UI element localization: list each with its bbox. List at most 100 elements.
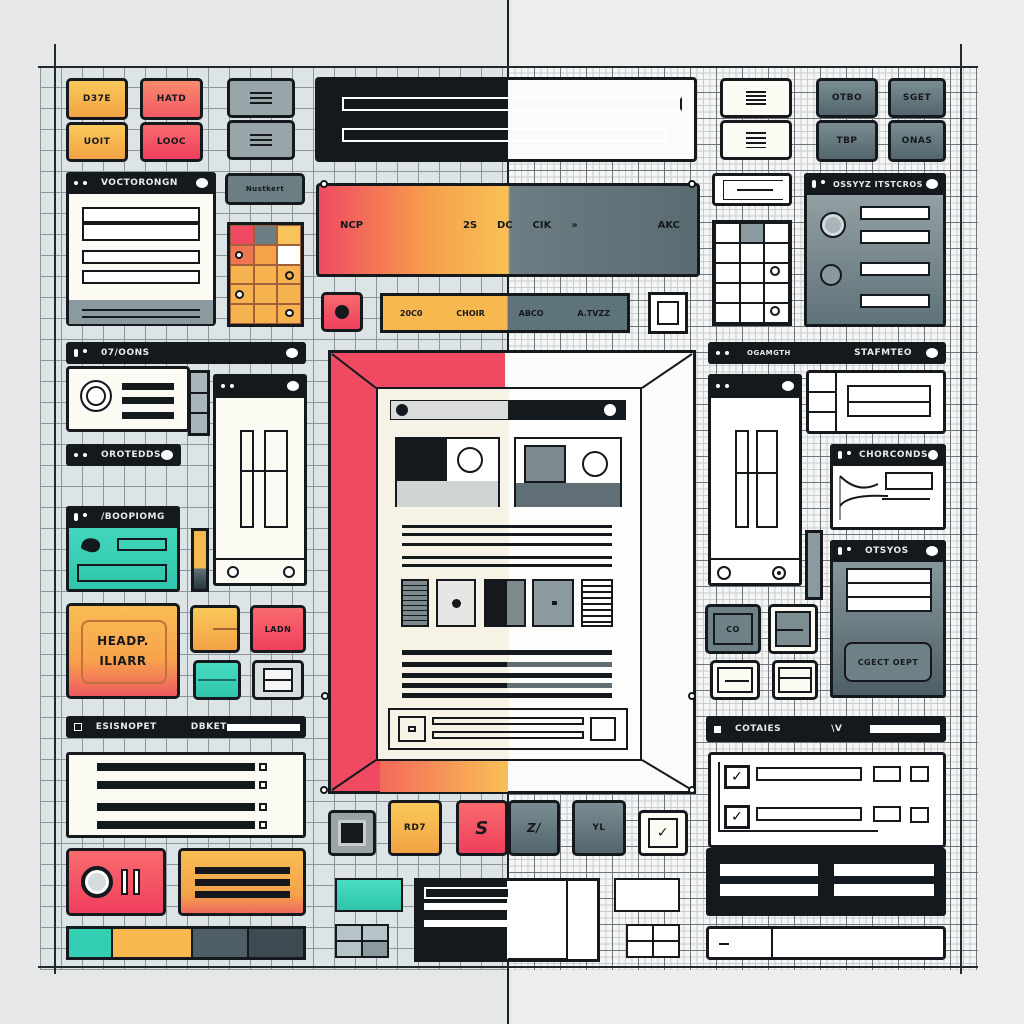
calendar-grid[interactable] [227,222,304,327]
task-input[interactable] [756,767,862,781]
resize-handle[interactable] [688,692,696,700]
dark-form-field[interactable] [720,884,818,896]
close-icon[interactable] [926,546,938,556]
checkbox[interactable] [259,781,267,789]
tile-button-4[interactable]: LOOC [140,122,203,162]
task-field[interactable] [873,806,901,822]
info-icon[interactable] [604,404,616,416]
task-toggle[interactable] [910,766,929,782]
tile-button-3[interactable]: UOIT [66,122,128,162]
grid-calendar-right[interactable] [712,220,792,326]
bottom-tile-5[interactable]: YL [572,800,626,856]
resize-handle[interactable] [688,786,696,794]
radio-icon[interactable] [227,566,239,578]
small-pink-card[interactable]: LADN [250,605,306,653]
slate-panel-button[interactable]: CGECT OEPT [844,642,932,682]
password-field[interactable] [712,173,792,206]
thumb-5[interactable] [581,579,613,627]
bottom-tile-4[interactable]: Z/ [508,800,560,856]
thumb-1[interactable] [401,579,429,627]
resize-handle[interactable] [320,180,328,188]
resize-handle[interactable] [688,180,696,188]
list-card[interactable] [178,848,306,916]
right-input-2[interactable] [860,230,930,244]
footer-icon-box[interactable] [398,716,426,742]
tile-button-r2[interactable]: SGET [888,78,946,118]
slider-track-r2[interactable] [756,430,778,528]
thumb-2[interactable] [436,579,476,627]
record-button[interactable] [321,292,363,332]
banner-input-1[interactable] [342,97,682,111]
right-settings-card[interactable] [806,370,946,434]
right-input-4[interactable] [860,294,930,308]
teal-input-long[interactable] [77,564,167,582]
chart-input[interactable] [885,472,933,490]
slider-track-r1[interactable] [735,430,749,528]
tile-button-1[interactable]: D37E [66,78,128,120]
slider-track-1[interactable] [240,430,254,528]
list-tile-1[interactable] [720,78,792,118]
tile-button-2[interactable]: HATD [140,78,203,120]
thumb-3[interactable] [484,579,526,627]
dark-form-field[interactable] [834,864,934,876]
window-icon-tile[interactable] [648,292,688,334]
small-card-r3[interactable] [710,660,760,700]
footer-input[interactable] [432,731,584,739]
dark-form-field[interactable] [834,884,934,896]
resize-handle[interactable] [320,786,328,794]
small-slate-button[interactable]: Nustkert [225,173,305,205]
radio-icon[interactable] [717,566,731,580]
small-card-r4[interactable] [772,660,818,700]
close-icon[interactable] [926,179,938,189]
bottom-tile-2[interactable]: RD7 [388,800,442,856]
tile-button-r1[interactable]: OTBO [816,78,878,118]
bottom-tile-3[interactable]: S [456,800,508,856]
thumb-4[interactable] [532,579,574,627]
radio-icon[interactable] [772,566,786,580]
task-input[interactable] [756,807,862,821]
close-icon[interactable] [287,381,299,391]
footer-input[interactable] [432,717,584,725]
vertical-scroll-indicator[interactable] [805,530,823,600]
input-field-2[interactable] [82,223,200,241]
tile-button-r3[interactable]: TBP [816,120,878,162]
menu-tile-1[interactable] [227,78,295,118]
task-field[interactable] [873,766,901,782]
close-icon[interactable] [161,450,173,460]
slider-track-2[interactable] [264,430,288,528]
small-white-card[interactable] [252,660,304,700]
resize-handle[interactable] [321,692,329,700]
right-input-1[interactable] [860,206,930,220]
small-yellow-card[interactable] [190,605,240,653]
checkbox-checked[interactable]: ✓ [724,805,750,829]
gradient-bar[interactable] [316,183,700,277]
radio-icon[interactable] [283,566,295,578]
bottom-tile-6[interactable]: ✓ [638,810,688,856]
side-buttons[interactable] [188,370,210,436]
menu-tile-2[interactable] [227,120,295,160]
toolbar-search-input[interactable] [226,723,300,731]
header-card[interactable]: HEADP. ILIARR [66,603,180,699]
close-icon[interactable] [926,348,938,358]
bottom-tile-1[interactable] [328,810,376,856]
sub-bar[interactable]: 20C0 CHOIR ABCO A.TVZZ [380,293,630,333]
segmented-bar[interactable] [66,926,306,960]
teal-input[interactable] [117,538,167,551]
dark-form-field[interactable] [720,864,818,876]
checkbox[interactable] [259,763,267,771]
footer-button[interactable] [590,717,616,741]
right-input-3[interactable] [860,262,930,276]
checkbox-checked[interactable]: ✓ [724,765,750,789]
close-icon[interactable] [782,381,794,391]
close-icon[interactable] [286,348,298,358]
checkbox[interactable] [259,821,267,829]
input-field-1[interactable] [82,207,200,223]
banner-input-2[interactable] [342,128,668,142]
task-toggle[interactable] [910,807,929,823]
tile-button-r4[interactable]: ONAS [888,120,946,162]
small-card-r1[interactable]: CO [705,604,761,654]
toolbar-search-input[interactable] [870,725,940,733]
media-control-card[interactable] [66,848,166,916]
small-teal-card[interactable] [193,660,241,700]
close-icon[interactable] [196,178,208,188]
